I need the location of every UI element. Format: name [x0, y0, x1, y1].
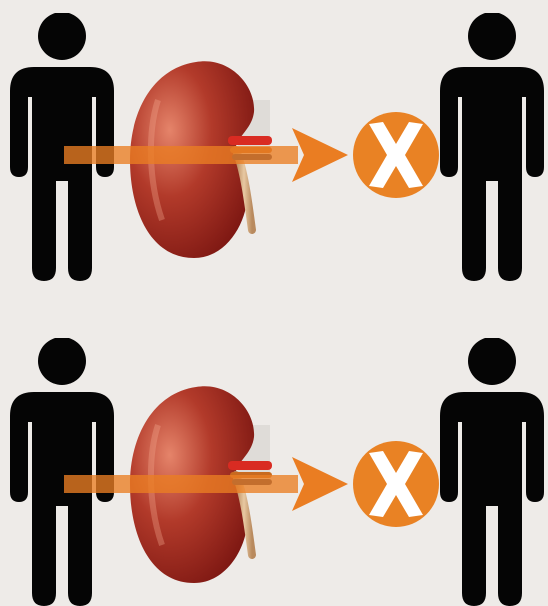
recipient-person-icon	[440, 12, 544, 281]
x-circle-icon	[353, 112, 439, 198]
x-circle-icon	[353, 441, 439, 527]
recipient-person-icon	[440, 337, 544, 606]
donor-person-icon	[10, 337, 114, 606]
row-top	[10, 12, 544, 281]
row-bottom	[10, 337, 544, 606]
